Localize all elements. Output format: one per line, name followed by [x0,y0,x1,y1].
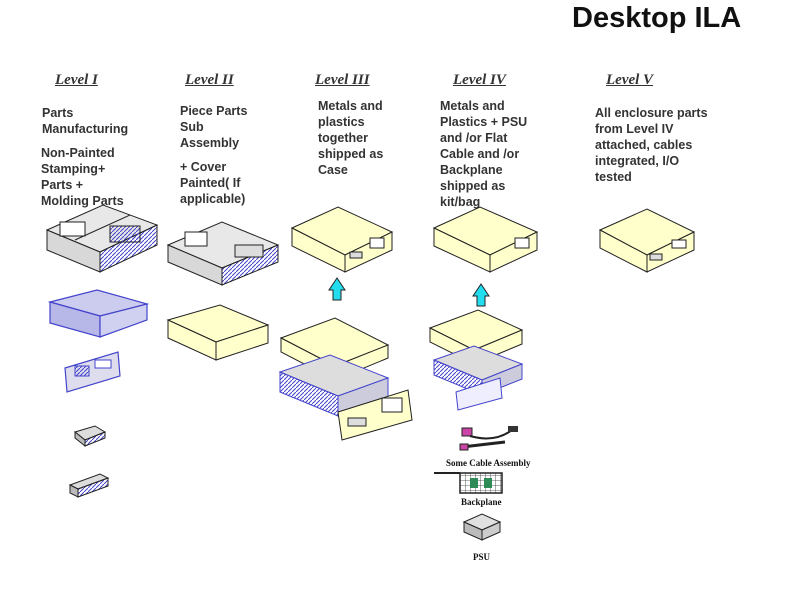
level-5-desc: All enclosure parts from Level IV attach… [595,106,708,184]
case-assembled-icon [290,206,394,273]
level-2-desc: Piece Parts Sub Assembly [180,104,248,150]
psu-caption: PSU [473,552,491,562]
level-1-desc-2: Non-Painted Stamping+ Parts + Molding Pa… [41,146,124,208]
level-4-desc: Metals and Plastics + PSU and /or Flat C… [440,99,528,209]
subassembly-chassis-icon [166,221,280,286]
cable-caption: Some Cable Assembly [446,458,531,468]
exploded-case-bezel-icon [337,389,413,441]
cable-assembly-icon [459,426,518,451]
bracket-icon [73,425,107,448]
level-1-label: Level I [55,72,98,88]
up-arrow-icon-2 [472,283,490,307]
painted-cover-icon [166,304,270,361]
level-1-desc: Parts Manufacturing [42,106,129,136]
kit-case-icon [432,206,539,273]
psu-icon [462,513,502,541]
exploded-case-chassis-icon [278,354,390,417]
level-3-desc: Metals and plastics together shipped as … [318,99,384,177]
backplane-icon [434,472,503,494]
level-4-label: Level IV [453,72,506,88]
page-title: Desktop ILA [572,2,742,34]
level-5-label: Level V [606,72,654,88]
backplane-caption: Backplane [461,497,502,507]
cover-panel-metal-icon [47,289,150,338]
level-2-desc-2: + Cover Painted( If applicable) [180,160,246,206]
level-3-label: Level III [315,72,370,88]
up-arrow-icon [328,277,346,301]
finished-case-icon [598,208,696,273]
rail-bracket-icon [68,473,110,498]
open-chassis-icon [45,204,159,273]
front-bezel-icon [64,351,121,393]
kit-chassis-icon [432,345,524,411]
level-2-label: Level II [185,72,234,88]
